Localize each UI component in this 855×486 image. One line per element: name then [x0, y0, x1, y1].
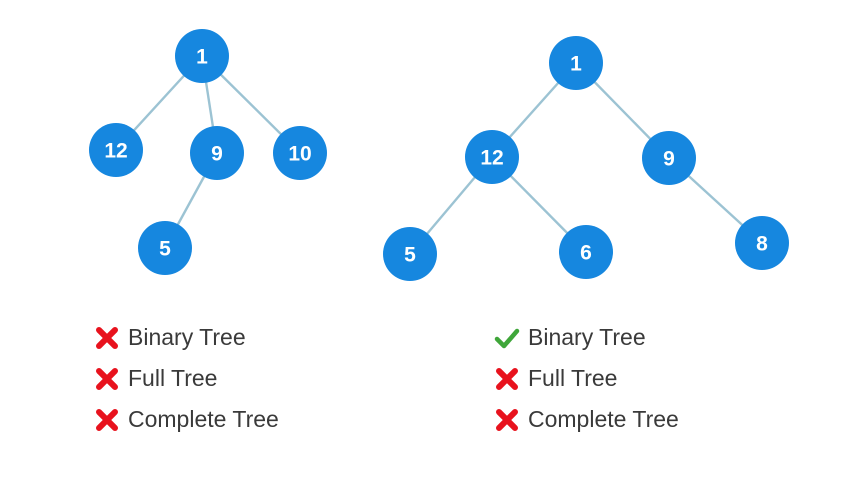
node-circle: [642, 131, 696, 185]
cross-icon: [96, 408, 118, 431]
node-circle: [559, 225, 613, 279]
tree-node: 1: [549, 36, 603, 90]
tree-node: 1: [175, 29, 229, 83]
node-label: 12: [104, 140, 127, 163]
property-label: Full Tree: [528, 365, 618, 391]
property-item: Complete Tree: [494, 399, 679, 440]
node-circle: [89, 123, 143, 177]
check-icon: [494, 328, 520, 348]
property-item: Full Tree: [94, 358, 279, 399]
node-label: 1: [570, 53, 582, 76]
property-label: Binary Tree: [528, 324, 646, 350]
node-label: 12: [480, 147, 503, 170]
tree-node: 8: [735, 216, 789, 270]
node-label: 5: [404, 244, 416, 267]
node-circle: [273, 126, 327, 180]
property-label: Complete Tree: [528, 406, 679, 432]
node-label: 9: [211, 143, 223, 166]
cross-icon: [496, 408, 518, 431]
tree-node: 6: [559, 225, 613, 279]
cross-icon: [496, 367, 518, 390]
property-item: Binary Tree: [94, 317, 279, 358]
tree-2: 1 12 9 5 6 8: [383, 36, 789, 281]
cross-icon: [96, 326, 118, 349]
tree-node: 5: [138, 221, 192, 275]
tree-1: 1 12 9 10 5: [89, 29, 327, 275]
node-circle: [465, 130, 519, 184]
node-circle: [190, 126, 244, 180]
node-label: 6: [580, 242, 592, 265]
property-label: Complete Tree: [128, 406, 279, 432]
property-item: Complete Tree: [94, 399, 279, 440]
tree-node: 12: [89, 123, 143, 177]
tree-node: 9: [190, 126, 244, 180]
node-label: 5: [159, 238, 171, 261]
tree-node: 12: [465, 130, 519, 184]
cross-icon: [96, 367, 118, 390]
property-item: Full Tree: [494, 358, 679, 399]
node-circle: [175, 29, 229, 83]
node-circle: [735, 216, 789, 270]
node-circle: [138, 221, 192, 275]
property-label: Binary Tree: [128, 324, 246, 350]
property-item: Binary Tree: [494, 317, 679, 358]
node-label: 10: [288, 143, 311, 166]
tree-node: 5: [383, 227, 437, 281]
node-label: 1: [196, 46, 208, 69]
node-label: 9: [663, 148, 675, 171]
node-circle: [549, 36, 603, 90]
tree-node: 9: [642, 131, 696, 185]
node-circle: [383, 227, 437, 281]
property-label: Full Tree: [128, 365, 218, 391]
tree-node: 10: [273, 126, 327, 180]
node-label: 8: [756, 233, 768, 256]
